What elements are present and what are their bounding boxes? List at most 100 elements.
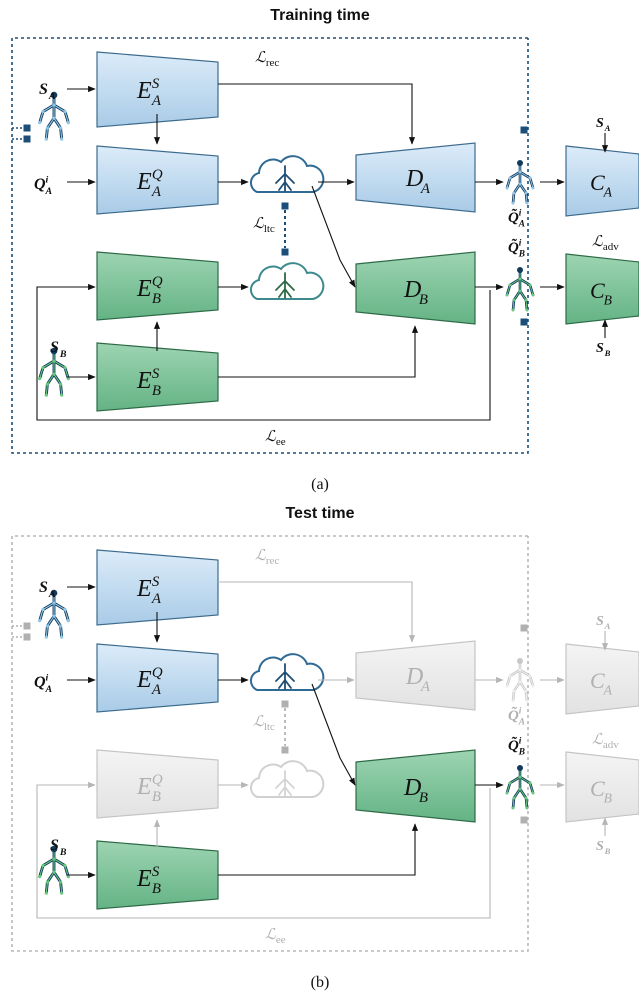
- label-E-A-S-sup: S: [152, 76, 160, 92]
- label-E-A-Q-sub: A: [151, 682, 162, 698]
- label-E-A-Q-base: E: [136, 169, 152, 195]
- label-C-B: CB: [590, 776, 613, 806]
- classifier-input-S-B-sub: B: [604, 348, 611, 358]
- classifier-input-S-A-sub: A: [604, 123, 611, 133]
- latent-cloud-A-icon: [249, 653, 325, 691]
- encoder-E-A-Q: [96, 145, 219, 215]
- output-Qt-A-sub: A: [518, 718, 525, 728]
- skeleton-B-output-icon: [505, 267, 535, 312]
- encoder-E-B-S: [96, 342, 219, 412]
- label-E-B-Q-sup: Q: [152, 274, 163, 290]
- ee-loop: [36, 283, 491, 421]
- input-S-A-base: S: [39, 579, 48, 596]
- label-D-B-base: D: [403, 277, 421, 303]
- panel-caption: (b): [311, 974, 330, 991]
- loss-frame: [11, 37, 529, 454]
- loss-ltc-label: ℒltc: [253, 714, 275, 733]
- output-Qt-B-sup: i: [519, 737, 522, 747]
- label-E-B-S-sub: B: [152, 881, 161, 897]
- label-D-A-sub: A: [420, 181, 431, 197]
- output-Qt-A-sup: i: [519, 209, 522, 219]
- label-E-B-Q-sub: B: [152, 291, 161, 307]
- classifier-C-B: [565, 751, 639, 823]
- panel-title: Test time: [285, 505, 354, 522]
- input-Q-A-base: Q: [34, 176, 46, 193]
- adv-endpoint-top: [520, 624, 528, 632]
- loss-ltc-label: ℒltc: [253, 216, 275, 235]
- skeleton-A-input-icon: [38, 589, 70, 639]
- label-E-B-S-sup: S: [152, 864, 160, 880]
- classifier-C-A: [565, 145, 639, 217]
- latent-cloud-B-icon: [249, 262, 325, 300]
- label-D-B: DB: [403, 277, 428, 308]
- label-C-A-base: C: [590, 170, 605, 195]
- output-Qt-A-base: Q̃: [508, 208, 519, 226]
- decoder-D-B: [355, 749, 476, 823]
- ee-loop: [36, 781, 491, 919]
- label-D-A-base: D: [405, 664, 423, 690]
- encoder-E-B-Q: [96, 251, 219, 321]
- input-Q-A-sup: i: [46, 672, 49, 683]
- output-Qt-B: Q̃iB: [508, 238, 525, 259]
- label-C-A: CA: [590, 170, 613, 200]
- label-D-B-sub: B: [419, 292, 428, 308]
- adv-endpoint-bottom: [520, 816, 528, 824]
- latent-cloud-B-icon: [249, 760, 325, 798]
- label-C-B-sub: B: [604, 791, 613, 806]
- skeleton-B-output-icon: [505, 765, 535, 810]
- label-C-A-sub: A: [603, 683, 613, 698]
- label-D-B-sub: B: [419, 790, 428, 806]
- label-E-A-Q-base: E: [136, 667, 152, 693]
- arrow-cloud-to-DB: [311, 185, 356, 288]
- output-Qt-B-sub: B: [518, 250, 525, 260]
- decoder-D-B: [355, 251, 476, 325]
- output-Qt-B: Q̃iB: [508, 736, 525, 757]
- label-E-B-S-base: E: [136, 368, 152, 394]
- label-D-A: DA: [405, 166, 431, 197]
- input-S-A-sub: A: [48, 589, 56, 600]
- classifier-input-S-A-sub: A: [604, 621, 611, 631]
- label-C-A-base: C: [590, 668, 605, 693]
- panel-title: Training time: [270, 7, 370, 24]
- label-E-B-Q-sup: Q: [152, 772, 163, 788]
- label-E-A-Q-sub: A: [151, 184, 162, 200]
- encoder-E-B-S: [96, 840, 219, 910]
- input-S-B-sub: B: [59, 847, 67, 858]
- loss-rec-label: ℒrec: [255, 50, 279, 69]
- label-E-B-Q-base: E: [136, 276, 152, 302]
- arrow-EBS-to-DB: [218, 325, 419, 378]
- encoder-E-A-S: [96, 51, 219, 128]
- arrow-EAS-to-DA: [218, 581, 416, 643]
- arrow-cloud-to-DB: [311, 683, 356, 786]
- loss-endpoint-left-2: [23, 633, 31, 641]
- output-Qt-A: Q̃iA: [508, 706, 525, 727]
- loss-ee-label: ℒee: [265, 927, 286, 946]
- classifier-input-S-A-base: S: [596, 116, 604, 131]
- label-E-A-S-sub: A: [151, 591, 162, 607]
- label-D-A-base: D: [405, 166, 423, 192]
- decoder-D-A: [355, 640, 476, 711]
- label-E-A-S-base: E: [136, 78, 152, 104]
- input-Q-A-sub: A: [45, 684, 53, 695]
- input-S-A-sub: A: [48, 91, 56, 102]
- loss-ee-label: ℒee: [265, 429, 286, 448]
- ltc-endpoint-bottom: [281, 248, 289, 256]
- label-D-B: DB: [403, 775, 428, 806]
- output-Qt-A-base: Q̃: [508, 706, 519, 724]
- input-Q-A-sub: A: [45, 186, 53, 197]
- ltc-endpoint-bottom: [281, 746, 289, 754]
- label-C-B-base: C: [590, 278, 605, 303]
- output-Qt-A: Q̃iA: [508, 208, 525, 229]
- adv-endpoint-bottom: [520, 318, 528, 326]
